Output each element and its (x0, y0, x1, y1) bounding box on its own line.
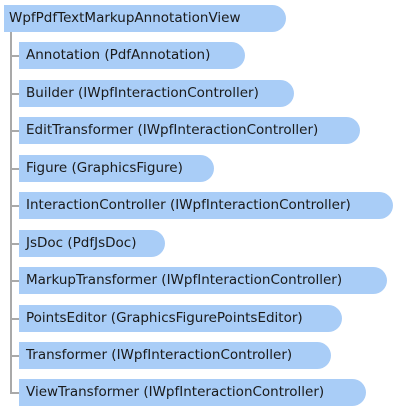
member-label: Figure (GraphicsFigure) (26, 160, 183, 176)
member-node-jsdoc: JsDoc (PdfJsDoc) (19, 230, 165, 257)
branch-connector (10, 93, 19, 95)
tree-trunk-connector (10, 32, 12, 392)
member-label: Annotation (PdfAnnotation) (26, 47, 211, 63)
member-label: InteractionController (IWpfInteractionCo… (26, 197, 351, 213)
branch-connector (10, 168, 19, 170)
member-label: MarkupTransformer (IWpfInteractionContro… (26, 272, 343, 288)
branch-connector (10, 355, 19, 357)
member-label: ViewTransformer (IWpfInteractionControll… (26, 384, 325, 400)
root-class-label: WpfPdfTextMarkupAnnotationView (9, 10, 241, 26)
root-class-node: WpfPdfTextMarkupAnnotationView (4, 5, 286, 32)
member-node-edit-transformer: EditTransformer (IWpfInteractionControll… (19, 117, 360, 144)
member-node-view-transformer: ViewTransformer (IWpfInteractionControll… (19, 379, 366, 406)
branch-connector (10, 243, 19, 245)
member-label: PointsEditor (GraphicsFigurePointsEditor… (26, 310, 303, 326)
member-node-figure: Figure (GraphicsFigure) (19, 155, 214, 182)
branch-connector (10, 55, 19, 57)
branch-connector (10, 392, 19, 394)
member-label: JsDoc (PdfJsDoc) (26, 235, 137, 251)
member-node-transformer: Transformer (IWpfInteractionController) (19, 342, 331, 369)
member-node-points-editor: PointsEditor (GraphicsFigurePointsEditor… (19, 305, 342, 332)
member-node-markup-transformer: MarkupTransformer (IWpfInteractionContro… (19, 267, 387, 294)
member-label: Builder (IWpfInteractionController) (26, 85, 259, 101)
branch-connector (10, 280, 19, 282)
member-node-interaction-controller: InteractionController (IWpfInteractionCo… (19, 192, 393, 219)
member-node-annotation: Annotation (PdfAnnotation) (19, 42, 245, 69)
branch-connector (10, 205, 19, 207)
member-label: EditTransformer (IWpfInteractionControll… (26, 122, 319, 138)
branch-connector (10, 318, 19, 320)
branch-connector (10, 130, 19, 132)
member-label: Transformer (IWpfInteractionController) (26, 347, 293, 363)
member-node-builder: Builder (IWpfInteractionController) (19, 80, 294, 107)
